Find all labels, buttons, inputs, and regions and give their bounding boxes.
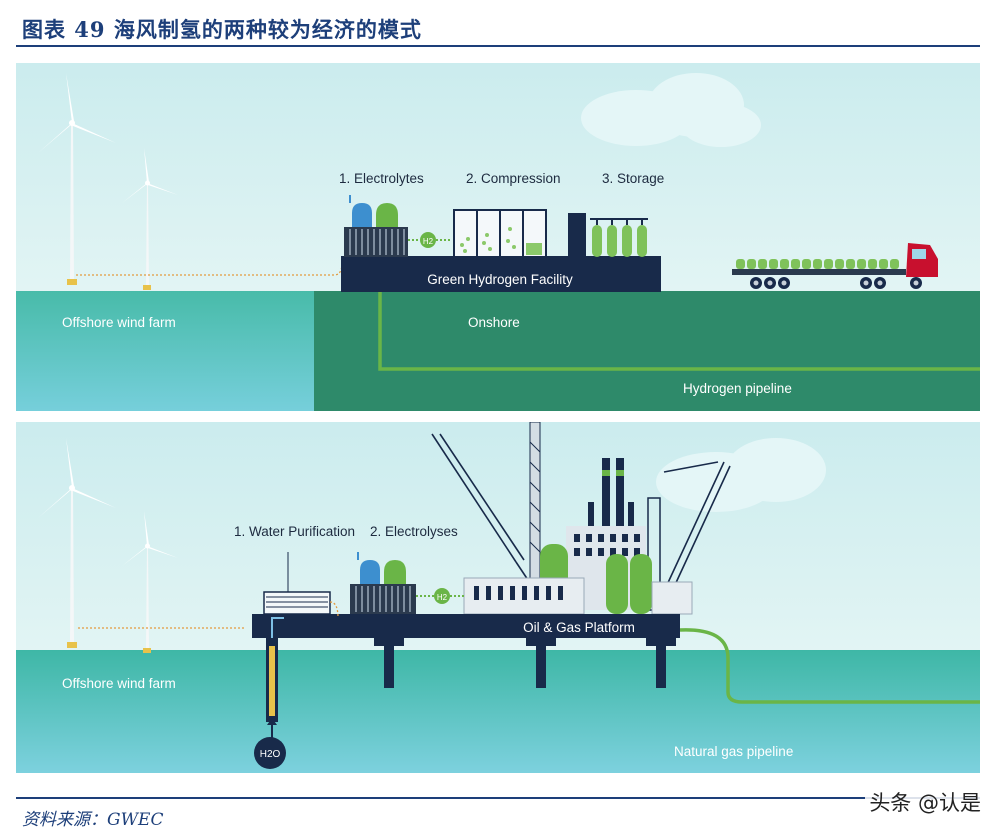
derrick-tower-icon <box>529 422 541 593</box>
step-storage-label: 3. Storage <box>602 171 664 186</box>
top-panel-svg: H2 <box>16 63 980 411</box>
bottom-panel-diagram: H2 H2O 1. Water Purification 2. Electrol… <box>16 422 980 773</box>
natural-gas-pipeline-label: Natural gas pipeline <box>674 744 793 759</box>
offshore-wind-farm-label: Offshore wind farm <box>62 676 176 691</box>
facility-base <box>341 256 661 292</box>
step-electrolytes-label: 1. Electrolytes <box>339 171 424 186</box>
title-divider <box>16 45 980 47</box>
water-purification-icon <box>263 552 331 615</box>
cloud <box>656 438 826 512</box>
power-cable <box>76 257 343 276</box>
step-compression-label: 2. Compression <box>466 171 561 186</box>
h2-badge-icon <box>434 588 450 604</box>
natural-gas-pipeline-line <box>679 628 980 704</box>
wind-turbine-icon <box>38 73 116 285</box>
offshore-wind-farm-label: Offshore wind farm <box>62 315 176 330</box>
wind-turbine-icon <box>38 438 116 648</box>
step-electrolyses-label: 2. Electrolyses <box>370 524 458 539</box>
facility-label: Green Hydrogen Facility <box>427 272 573 287</box>
platform-label: Oil & Gas Platform <box>523 620 635 635</box>
top-panel-diagram: H2 <box>16 63 980 411</box>
h2-badge-text: H2 <box>423 237 434 246</box>
hydrogen-pipeline-label: Hydrogen pipeline <box>683 381 792 396</box>
wind-turbine-icon <box>122 511 178 653</box>
crane-icon <box>431 433 731 593</box>
compression-unit-icon <box>453 209 547 258</box>
cloud <box>581 73 761 147</box>
source-note: 资料来源：GWEC <box>22 810 164 830</box>
sea <box>16 650 980 773</box>
h2o-badge-text: H2O <box>260 749 281 760</box>
onshore-land <box>314 291 980 411</box>
water-intake-pipe <box>266 638 278 740</box>
h2o-badge-icon <box>254 737 286 769</box>
storage-tanks-icon <box>590 218 648 257</box>
h2-badge-icon <box>420 232 436 248</box>
platform-deck <box>252 614 680 638</box>
source-divider <box>16 797 980 799</box>
figure-title: 图表 49 海风制氢的两种较为经济的模式 <box>22 17 422 42</box>
refinery-building-icon <box>463 458 693 615</box>
hydrogen-truck-icon <box>732 243 938 289</box>
wind-turbine-icon <box>122 148 178 290</box>
electrolyzer-icon <box>350 552 416 614</box>
bottom-panel-svg: H2 H2O 1. Water Purification 2. Electrol… <box>16 422 980 773</box>
h2-badge-text: H2 <box>437 593 448 602</box>
watermark: 头条 @认是 <box>865 787 985 817</box>
electrolyzer-icon <box>344 195 408 257</box>
step-water-purification-label: 1. Water Purification <box>234 524 355 539</box>
platform-legs <box>374 638 676 688</box>
onshore-label: Onshore <box>468 315 520 330</box>
